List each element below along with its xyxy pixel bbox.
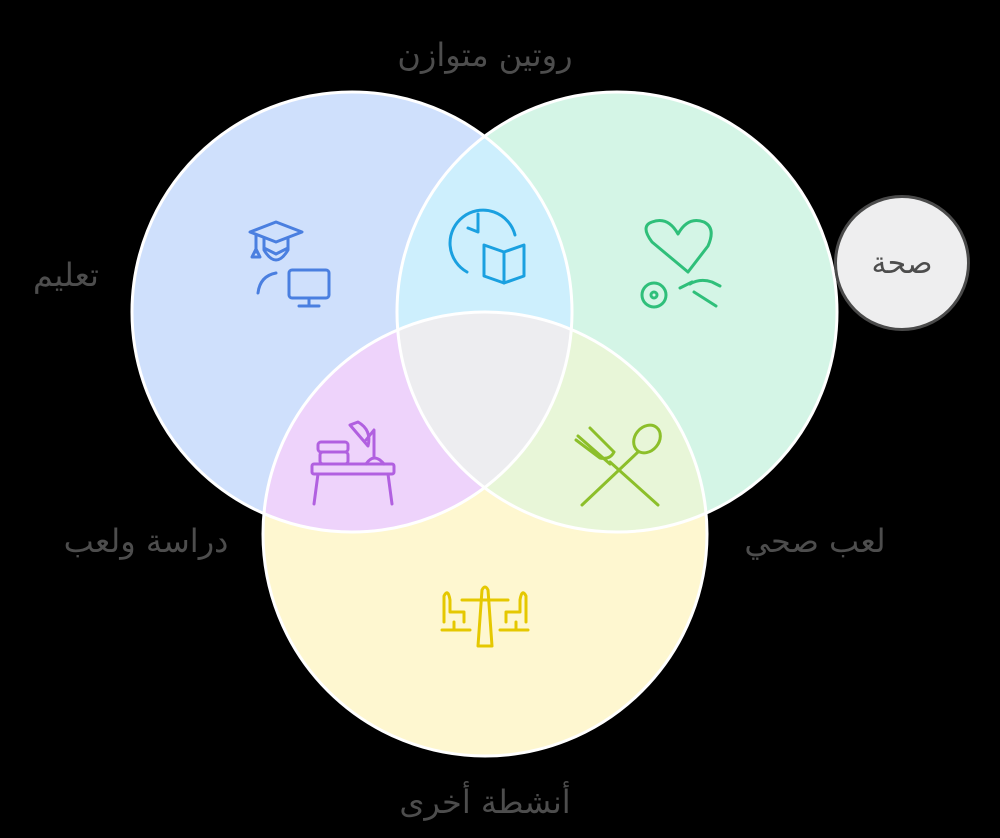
region-study-play [263,312,572,532]
label-health: صحة [871,245,933,281]
desk-lamp-books-icon [310,420,396,506]
title-label: روتين متوازن [397,36,573,74]
region-healthy-play [397,312,707,532]
health-badge: صحة [834,195,970,331]
label-healthy-play: لعب صحي [744,522,886,560]
label-education: تعليم [33,256,99,294]
label-study-play: دراسة ولعب [63,522,229,560]
heart-stethoscope-icon [640,219,722,309]
label-other-activities: أنشطة أخرى [399,783,571,821]
clock-book-icon [448,208,526,285]
seesaw-icon [440,585,530,648]
fork-spoon-icon [574,423,662,507]
graduate-computer-icon [248,220,331,308]
